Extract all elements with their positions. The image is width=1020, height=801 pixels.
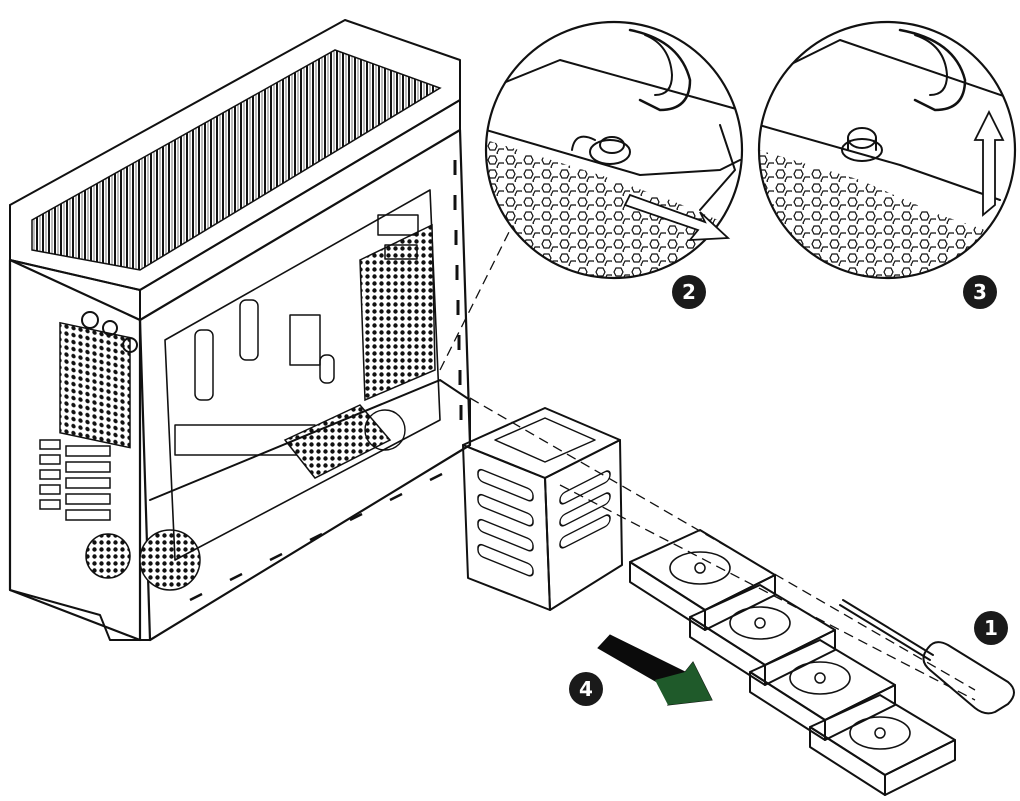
drive-cage-illustration bbox=[462, 407, 623, 611]
hard-drive-stack bbox=[629, 529, 956, 796]
detail-magnifier-circle bbox=[484, 20, 744, 280]
hard-drive-illustration bbox=[689, 584, 836, 686]
chassis-illustration bbox=[8, 19, 472, 642]
hard-drive-illustration bbox=[629, 529, 776, 631]
direction-arrow bbox=[973, 109, 1005, 217]
hard-drive-illustration bbox=[749, 639, 896, 741]
screwdriver-illustration bbox=[839, 599, 1015, 715]
callout-label: 2 bbox=[682, 280, 696, 304]
callout-label: 3 bbox=[973, 280, 987, 304]
hard-drive-illustration bbox=[809, 694, 956, 796]
callout-3: 3 bbox=[963, 275, 997, 309]
direction-arrow bbox=[623, 193, 731, 242]
callout-label: 1 bbox=[984, 616, 998, 640]
direction-arrow bbox=[597, 634, 713, 706]
callout-4: 4 bbox=[569, 672, 603, 706]
detail-magnifier-circle bbox=[757, 20, 1017, 280]
callout-1: 1 bbox=[974, 611, 1008, 645]
callout-2: 2 bbox=[672, 275, 706, 309]
detail-origin-circle bbox=[364, 409, 406, 451]
callout-label: 4 bbox=[579, 677, 593, 701]
